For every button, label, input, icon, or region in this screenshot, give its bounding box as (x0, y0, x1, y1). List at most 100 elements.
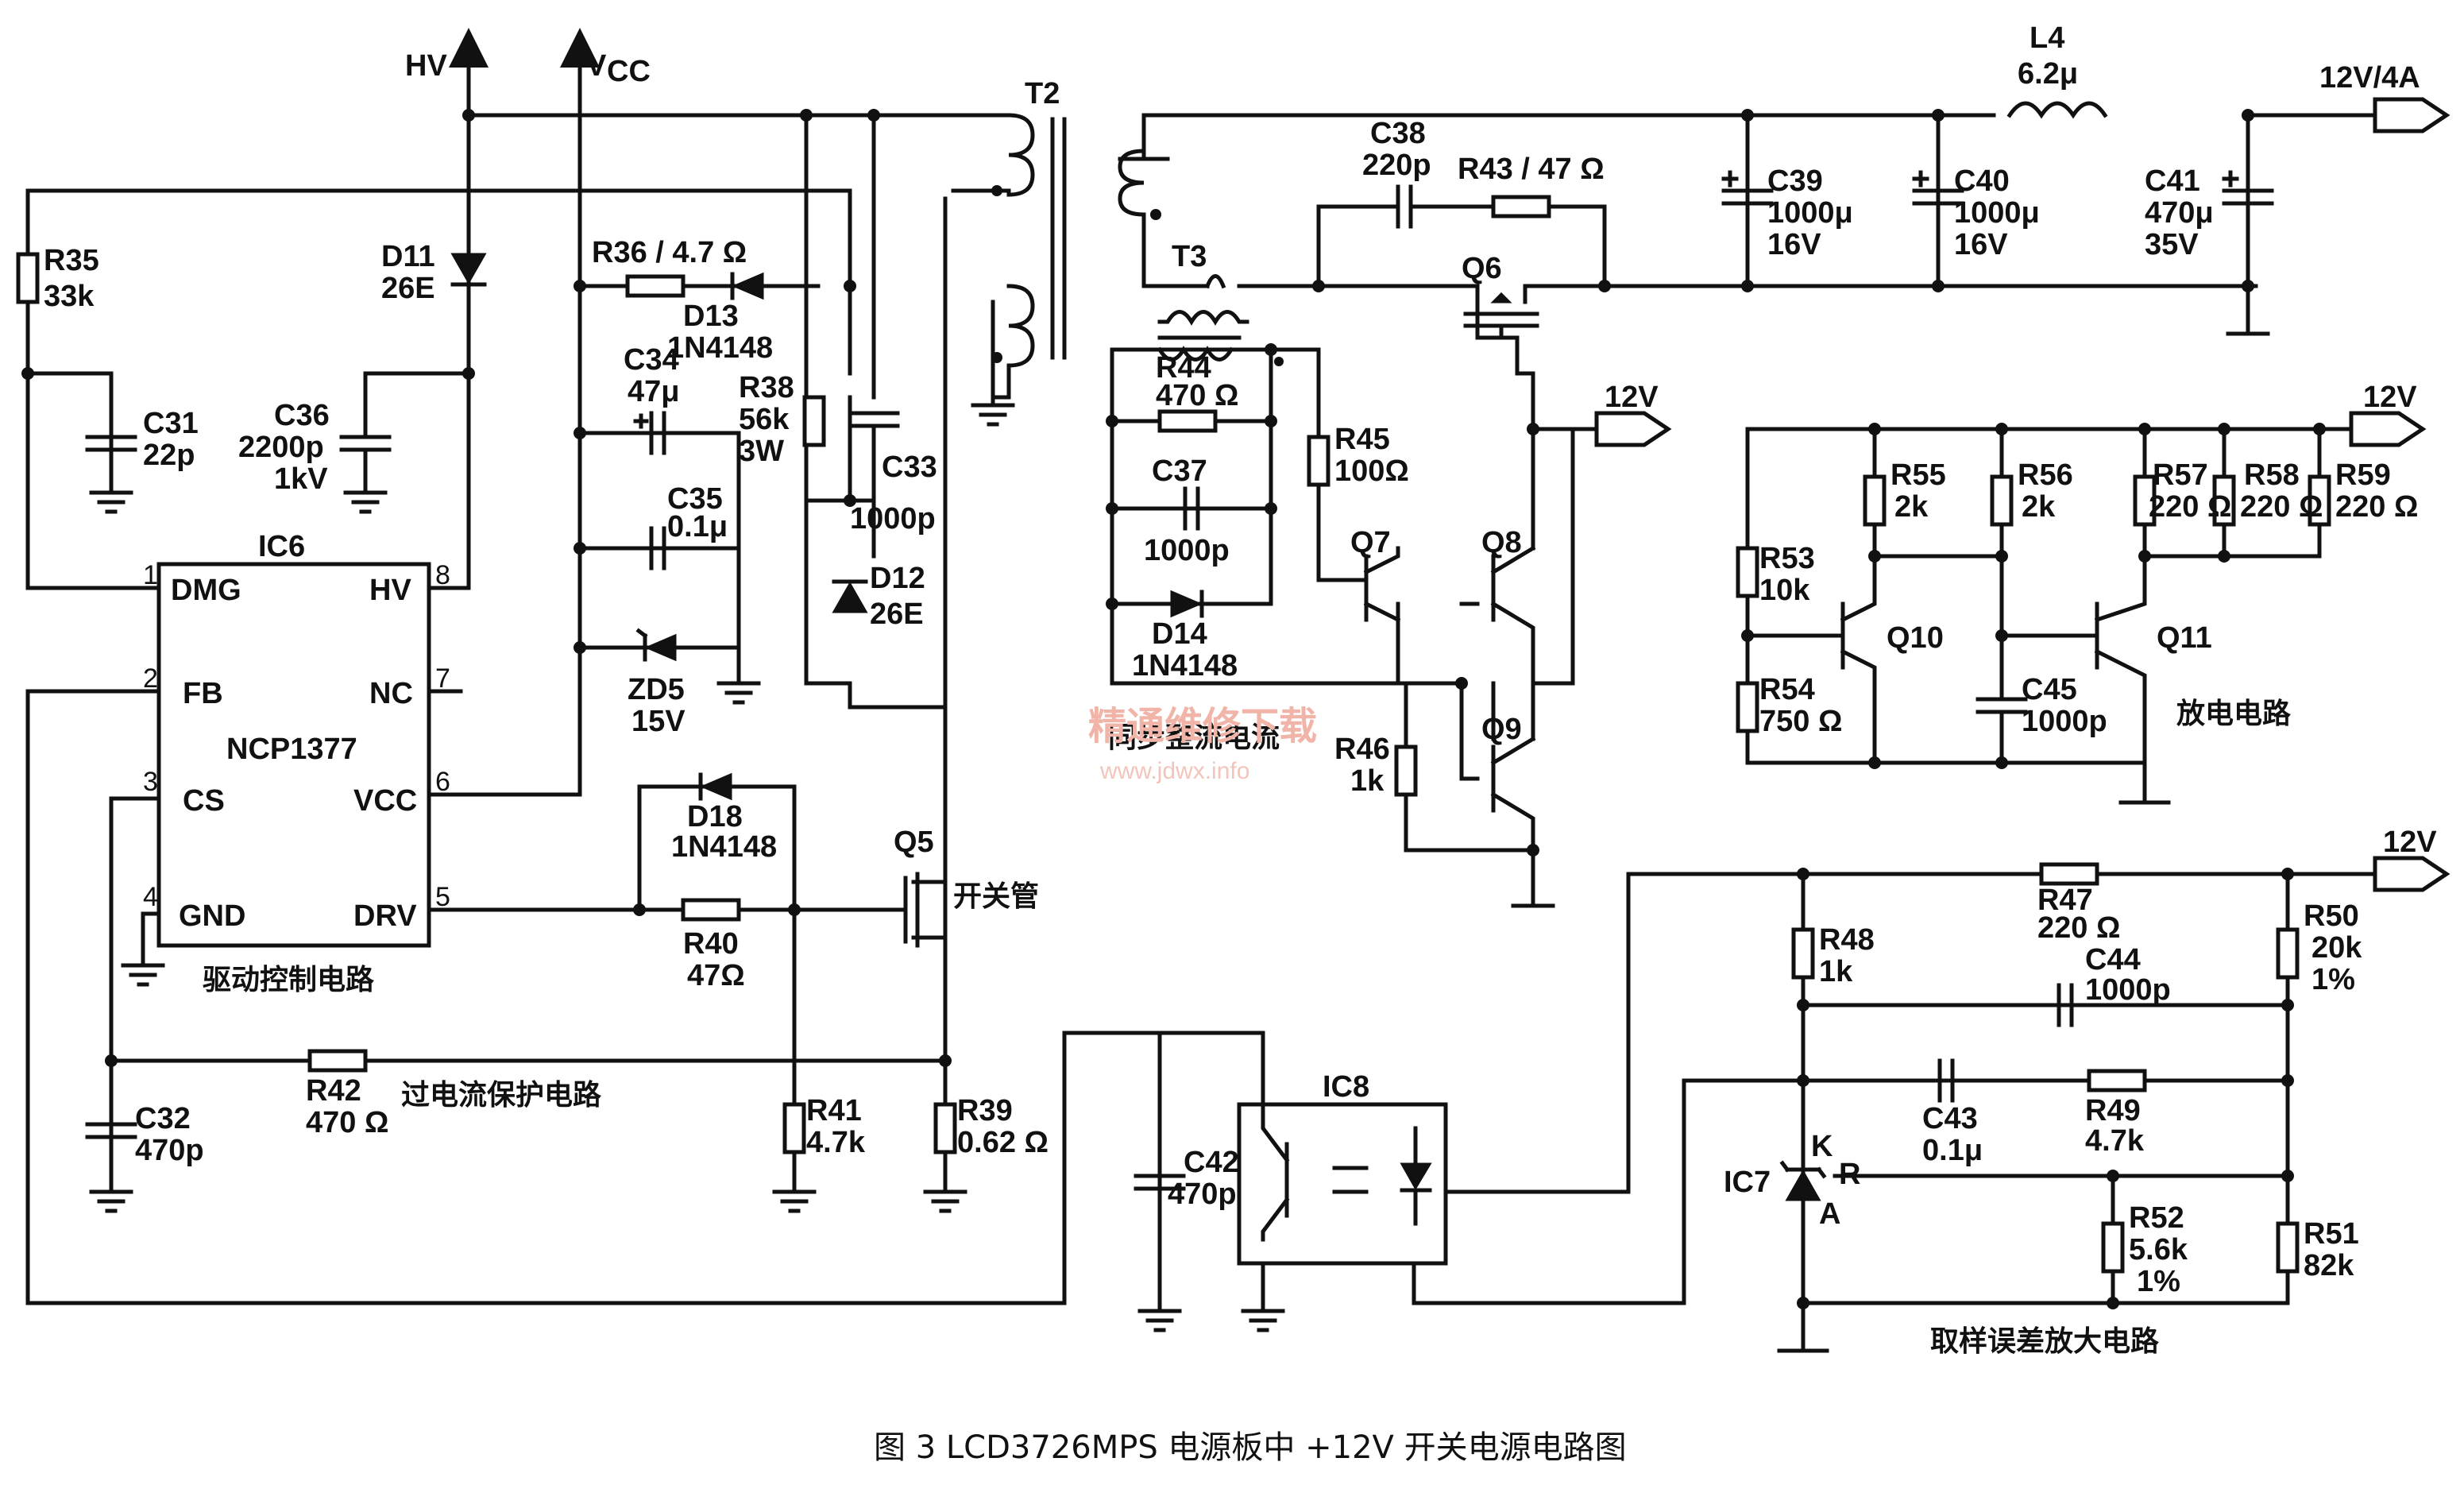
c32-ref: C32 (135, 1102, 191, 1135)
ic8-internals (1261, 1031, 1432, 1242)
zd5-val: 15V (631, 705, 686, 738)
ic7-a: A (1819, 1197, 1840, 1231)
r38-power: 3W (739, 435, 784, 468)
c45-val: 1000p (2022, 705, 2107, 738)
ic8-body (1237, 1102, 1448, 1266)
c36-val: 2200p (238, 431, 324, 464)
v12-connector-sync (1594, 411, 1672, 447)
r53-val: 10k (1759, 574, 1810, 607)
c43-ref: C43 (1922, 1102, 1978, 1135)
output-connector (2373, 97, 2450, 133)
d14-ref: D14 (1152, 617, 1207, 651)
c41-ref: C41 (2145, 164, 2200, 198)
r50-val: 20k (2311, 931, 2362, 965)
r47-val: 220 Ω (2037, 911, 2120, 945)
v12-label-sampling: 12V (2383, 826, 2437, 859)
c39-ref: C39 (1767, 164, 1823, 198)
l4-value: 6.2μ (2018, 57, 2078, 91)
inductor-l4 (2006, 101, 2108, 119)
ic6-pin-gnd: GND (179, 899, 245, 933)
ic6-pinnum-2: 2 (143, 663, 158, 694)
r46-val: 1k (1350, 764, 1385, 798)
r51-ref: R51 (2304, 1217, 2359, 1251)
c35-val: 0.1μ (667, 510, 728, 543)
c40-volt: 16V (1954, 228, 2008, 261)
figure-caption: 图 3 LCD3726MPS 电源板中 +12V 开关电源电路图 (874, 1429, 1627, 1466)
block-switch-label: 开关管 (953, 880, 1039, 913)
r49-ref: R49 (2085, 1094, 2141, 1127)
r46-ref: R46 (1334, 733, 1390, 766)
output-rail-label: 12V/4A (2319, 61, 2420, 95)
r42-val: 470 Ω (306, 1106, 388, 1139)
bjt-q8 (1490, 545, 1536, 646)
ic6-ref: IC6 (258, 530, 305, 563)
r52-tol: 1% (2137, 1265, 2180, 1298)
c39-volt: 16V (1767, 228, 1821, 261)
block-drive-label: 驱动控制电路 (203, 964, 375, 996)
zd5-ref: ZD5 (628, 673, 685, 706)
ic6-pinnum-3: 3 (143, 767, 158, 797)
q9-label: Q9 (1481, 713, 1522, 746)
r54-ref: R54 (1759, 673, 1815, 706)
d12-ref: D12 (870, 562, 925, 595)
ic6-part: NCP1377 (226, 733, 357, 766)
c41-val: 470μ (2145, 196, 2214, 230)
r55-ref: R55 (1890, 458, 1946, 492)
ic6-pinnum-5: 5 (435, 882, 450, 912)
r52-ref: R52 (2129, 1201, 2184, 1235)
ic7-shunt-regulator (1779, 1160, 1827, 1201)
ic7-r: R (1839, 1158, 1860, 1191)
c42-val: 470p (1168, 1178, 1237, 1211)
ic6-pin-dmg: DMG (171, 574, 241, 607)
q10-label: Q10 (1887, 621, 1944, 655)
r39-ref: R39 (957, 1094, 1013, 1127)
c31-val: 22p (143, 439, 195, 472)
block-discharge-label: 放电电路 (2176, 698, 2292, 730)
block-ocp-label: 过电流保护电路 (401, 1079, 602, 1112)
rail-arrows (449, 28, 600, 68)
c31-ref: C31 (143, 407, 199, 440)
r51-val: 82k (2304, 1249, 2354, 1282)
block-sampling-label: 取样误差放大电路 (1930, 1325, 2160, 1358)
c34-ref: C34 (624, 343, 679, 377)
r41-ref: R41 (806, 1094, 862, 1127)
c33-ref: C33 (882, 451, 937, 484)
bjt-q11 (2094, 586, 2147, 686)
c36-ref: C36 (274, 399, 330, 432)
r40-val: 47Ω (687, 959, 745, 992)
ic6-pin-cs: CS (183, 784, 225, 818)
capacitor-symbols (85, 149, 2274, 1305)
c38-val: 220p (1362, 149, 1431, 182)
c40-val: 1000μ (1954, 196, 2040, 230)
ic7-k: K (1811, 1130, 1833, 1163)
ic7-ref: IC7 (1724, 1166, 1771, 1199)
r54-val: 750 Ω (1759, 705, 1842, 738)
c40-ref: C40 (1954, 164, 2010, 198)
r57-ref: R57 (2153, 458, 2208, 492)
d14-val: 1N4148 (1132, 649, 1238, 683)
diode-symbols (450, 253, 1204, 801)
t2-label: T2 (1025, 77, 1060, 110)
bjt-q7 (1363, 546, 1401, 623)
r53-ref: R53 (1759, 542, 1815, 575)
c38-ref: C38 (1370, 117, 1426, 150)
ic6-pinnum-1: 1 (143, 560, 158, 590)
r50-tol: 1% (2311, 963, 2355, 996)
ic6-pin-drv: DRV (353, 899, 417, 933)
c37-ref: C37 (1152, 454, 1207, 488)
vcc-rail-label: V (586, 49, 607, 83)
r58-val: 220 Ω (2240, 490, 2323, 524)
mosfet-q6 (1463, 284, 1539, 340)
c45-ref: C45 (2022, 673, 2077, 706)
r38-val: 56k (739, 403, 790, 436)
ic6-pinnum-7: 7 (435, 663, 450, 694)
c42-ref: C42 (1184, 1146, 1239, 1179)
r49-val: 4.7k (2085, 1124, 2145, 1158)
r43-label: R43 / 47 Ω (1458, 153, 1605, 186)
v12-connector-discharge (2349, 411, 2427, 447)
c44-ref: C44 (2085, 943, 2141, 976)
q11-label: Q11 (2157, 621, 2212, 655)
r38-ref: R38 (739, 371, 794, 404)
transformer-t3 (1157, 274, 1284, 366)
q5-label: Q5 (894, 826, 934, 859)
